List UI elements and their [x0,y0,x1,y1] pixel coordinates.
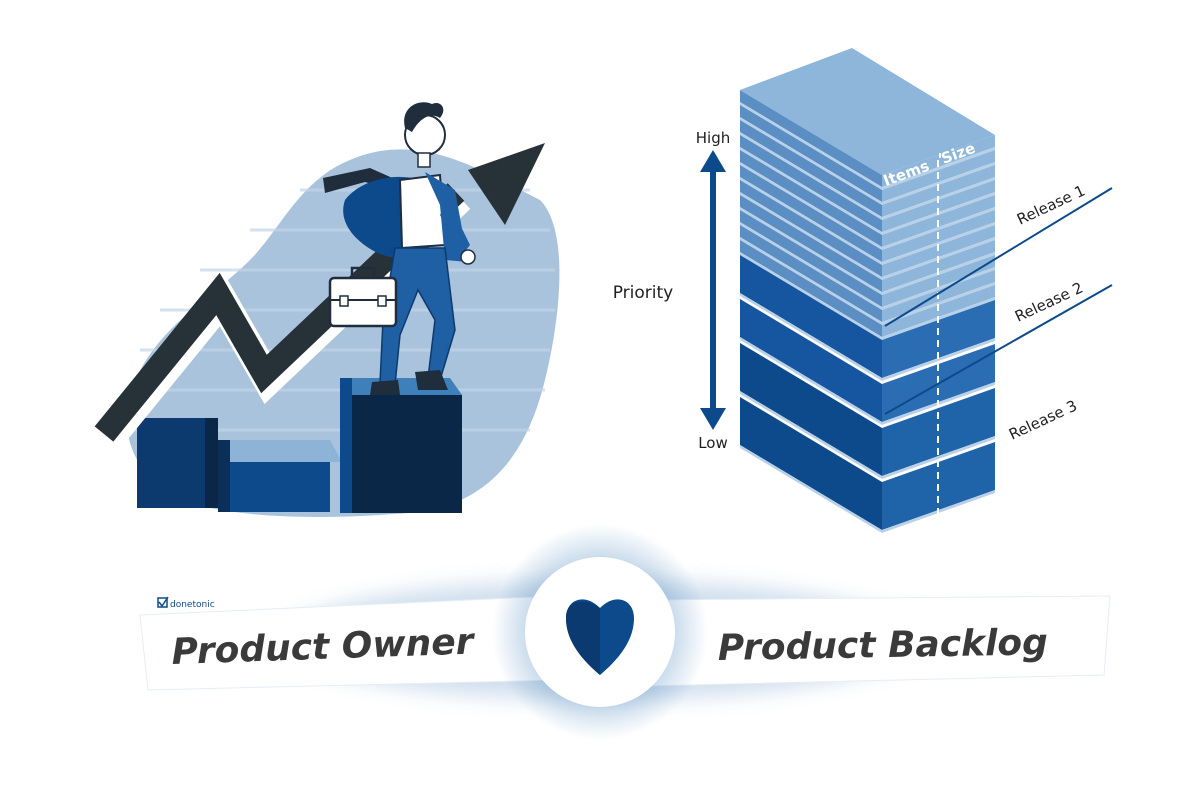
stack-layer-left-face [740,165,882,262]
stack-layer-left-face [740,397,882,530]
brand-logo: donetonic [157,596,215,610]
banner-right-text: Product Backlog [717,622,1048,669]
stack-layer-left-face [740,150,882,247]
release-2-label: Release 2 [1012,278,1086,325]
release-3-label: Release 3 [1006,396,1080,443]
stack-layer-left-face [740,343,882,476]
stack-layer-left-face [740,255,882,378]
briefcase-icon [328,266,398,328]
arrow-down-icon [700,408,726,430]
priority-label: Priority [613,283,674,303]
stack-layer-left-face [740,210,882,307]
illustration-product-owner [94,102,560,517]
person-figure [323,102,476,395]
check-icon [157,597,168,608]
stack-layer-left-face [740,90,882,187]
stack-layer-right-face [882,240,995,292]
stack-layer-left-face [740,299,882,422]
stack-layer-right-face [882,388,995,476]
backlog-stack: Items Size [740,48,995,533]
stack-layer-right-face [882,180,995,232]
stack-layer-left-face [740,180,882,277]
release-2-line [884,284,1113,415]
priority-high-label: High [696,129,730,147]
stack-layer-right-face [882,300,995,378]
stack-layer-left-face [740,195,882,292]
priority-low-label: Low [698,434,728,452]
release-1-label: Release 1 [1014,181,1088,228]
stack-layer-left-face [740,105,882,202]
stack-layer-left-face [740,120,882,217]
priority-axis: High Low Priority [613,129,731,452]
stack-layer-left-face [740,240,882,337]
arrow-up-icon [700,150,726,172]
stack-layer-left-face [740,225,882,322]
banner: donetonic Product Owner Product Backlog [139,524,1111,740]
release-1-line [884,187,1113,327]
stack-layer-left-face [740,135,882,232]
stack-top-face [740,48,995,175]
brand-name: donetonic [170,600,215,610]
